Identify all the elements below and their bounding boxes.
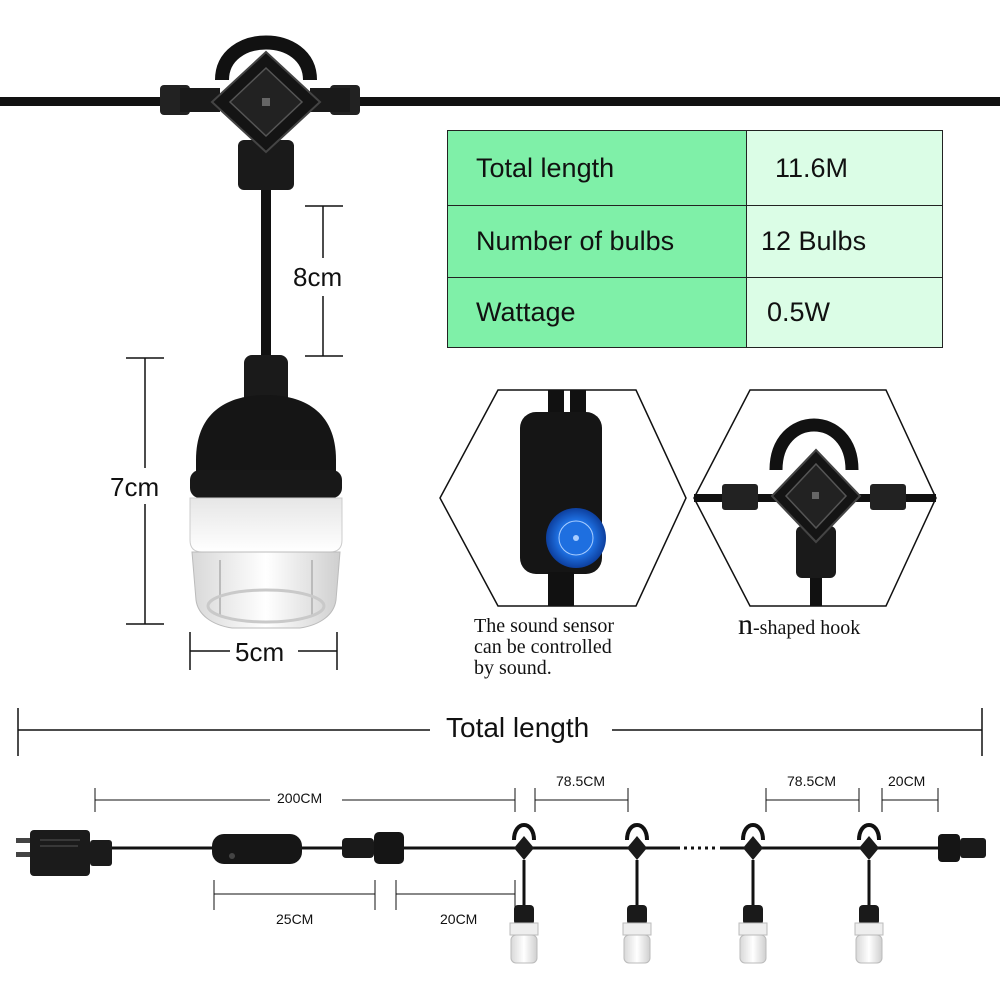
dim-total-length <box>17 708 983 756</box>
label-bulb-width: 5cm <box>235 637 285 667</box>
spec-label: Total length <box>447 130 747 206</box>
label-cable-to-first: 200CM <box>277 790 323 806</box>
bottom-string <box>16 830 986 876</box>
spec-value: 0.5W <box>746 277 943 348</box>
caption-line: The sound sensor <box>474 615 614 637</box>
n-hook-connector-large <box>160 35 360 190</box>
caption-hook-letter: n <box>738 608 753 641</box>
bulb-large <box>189 190 343 629</box>
spec-row-wattage: Wattage 0.5W <box>447 277 943 348</box>
label-connector-lead: 20CM <box>440 911 478 927</box>
small-bulb-3 <box>738 823 768 964</box>
caption-sound-sensor: The sound sensor can be controlled by so… <box>474 616 614 679</box>
label-bulb-height: 7cm <box>110 472 160 502</box>
label-stem-length: 8cm <box>293 262 343 292</box>
label-sensor-lead: 25CM <box>276 911 314 927</box>
label-total-length: Total length <box>436 712 600 744</box>
sound-sensor-detail <box>439 389 687 607</box>
n-hook-detail <box>693 389 937 607</box>
small-bulb-2 <box>622 823 652 964</box>
caption-line: can be controlled <box>474 636 612 658</box>
label-spacing-2: 78.5CM <box>787 773 837 789</box>
caption-hook-text: -shaped hook <box>753 617 861 639</box>
caption-line: by sound. <box>474 657 552 679</box>
spec-label: Wattage <box>447 277 747 348</box>
spec-value: 11.6M <box>746 130 943 206</box>
spec-row-total-length: Total length 11.6M <box>447 130 943 206</box>
small-bulb-4 <box>854 823 884 964</box>
spec-value: 12 Bulbs <box>746 205 943 278</box>
label-spacing-1: 78.5CM <box>556 773 606 789</box>
spec-table: Total length 11.6M Number of bulbs 12 Bu… <box>447 130 943 348</box>
caption-n-hook: n-shaped hook <box>738 610 861 640</box>
main-cable-top <box>0 97 1000 106</box>
dim-bulb-height <box>126 357 164 625</box>
small-bulb-1 <box>509 823 539 964</box>
bottom-dimension-lines <box>94 788 939 910</box>
label-end-segment: 20CM <box>888 773 926 789</box>
spec-row-bulbs: Number of bulbs 12 Bulbs <box>447 205 943 278</box>
spec-label: Number of bulbs <box>447 205 747 278</box>
dim-bulb-width <box>189 632 338 670</box>
dim-stem <box>305 205 343 357</box>
